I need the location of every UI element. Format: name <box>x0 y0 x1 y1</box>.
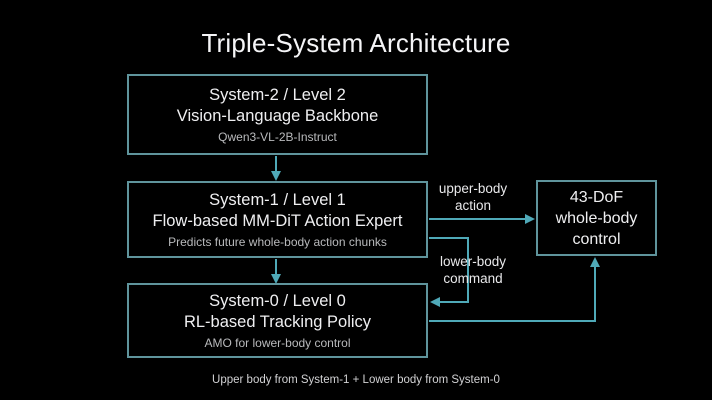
box-system1: System-1 / Level 1 Flow-based MM-DiT Act… <box>127 181 428 258</box>
system0-title: System-0 / Level 0 <box>209 291 346 310</box>
edge-label-lower-body-command: lower-body command <box>418 253 528 287</box>
page-title: Triple-System Architecture <box>201 28 511 58</box>
system1-detail: Predicts future whole-body action chunks <box>168 234 387 249</box>
system2-detail: Qwen3-VL-2B-Instruct <box>218 129 337 144</box>
arrow-system2-to-system1 <box>271 156 281 181</box>
system0-detail: AMO for lower-body control <box>204 335 351 350</box>
system2-title: System-2 / Level 2 <box>209 85 346 104</box>
output-line2: whole-body <box>555 209 638 227</box>
system2-subtitle: Vision-Language Backbone <box>176 106 379 125</box>
box-system2: System-2 / Level 2 Vision-Language Backb… <box>127 74 428 155</box>
edge-label-upper-body-action: upper-body action <box>418 180 528 214</box>
arrow-system1-to-system0 <box>271 259 281 284</box>
bottom-caption: Upper body from System-1 + Lower body fr… <box>212 374 500 386</box>
output-line3: control <box>572 230 621 248</box>
system1-title: System-1 / Level 1 <box>209 190 346 209</box>
box-whole-body-control: 43-DoF whole-body control <box>536 180 657 256</box>
output-line1: 43-DoF <box>569 188 624 206</box>
upper-label-line2: action <box>454 198 492 213</box>
box-system0: System-0 / Level 0 RL-based Tracking Pol… <box>127 283 428 358</box>
system0-subtitle: RL-based Tracking Policy <box>183 312 372 331</box>
lower-label-line1: lower-body <box>439 254 507 269</box>
lower-label-line2: command <box>443 271 503 286</box>
arrow-upper-body-action <box>429 214 535 224</box>
system1-subtitle: Flow-based MM-DiT Action Expert <box>152 211 403 230</box>
upper-label-line1: upper-body <box>438 181 508 196</box>
